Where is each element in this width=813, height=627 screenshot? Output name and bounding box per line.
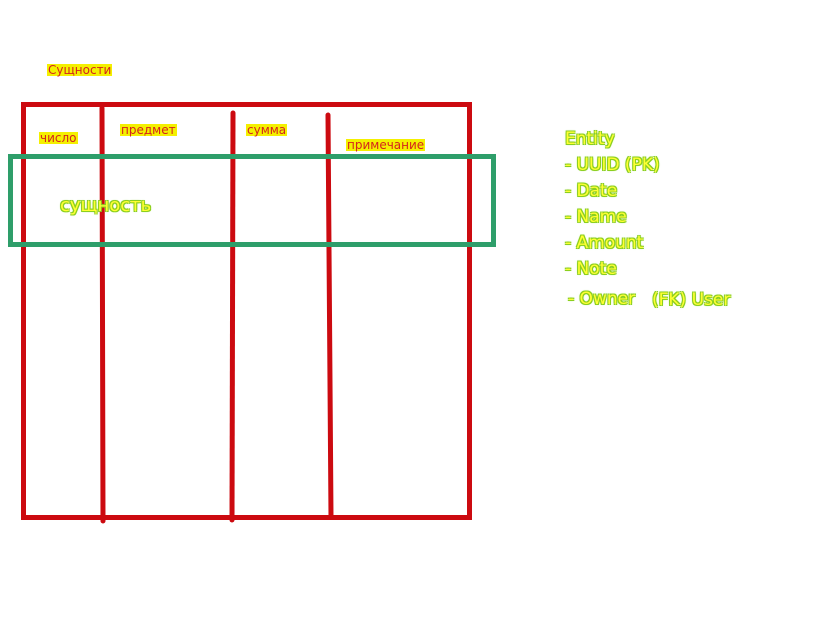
diagram-title: Сущности: [47, 63, 113, 77]
entity-name: Entity: [565, 129, 615, 149]
row-highlight-box: [8, 154, 496, 247]
entity-field-uuid: - UUID (PK): [565, 155, 660, 175]
entity-field-name: - Name: [565, 207, 627, 227]
row-label-entity: сущность: [60, 195, 152, 216]
column-header-note: примечание: [346, 138, 426, 152]
column-header-number: число: [39, 131, 78, 145]
entity-field-note: - Note: [565, 259, 617, 279]
column-divider-3: [325, 112, 334, 520]
entity-field-amount: - Amount: [565, 233, 644, 253]
entity-field-owner-reference: (FK) User: [652, 290, 731, 310]
column-header-amount: сумма: [246, 123, 288, 137]
entity-field-owner: - Owner: [568, 289, 636, 309]
column-header-subject: предмет: [120, 123, 177, 137]
entity-field-date: - Date: [565, 181, 618, 201]
entity-field-list: Entity - UUID (PK) - Date - Name - Amoun…: [565, 129, 660, 285]
table-outline: [21, 102, 472, 520]
column-divider-2: [229, 110, 236, 523]
column-divider-1: [99, 105, 106, 524]
